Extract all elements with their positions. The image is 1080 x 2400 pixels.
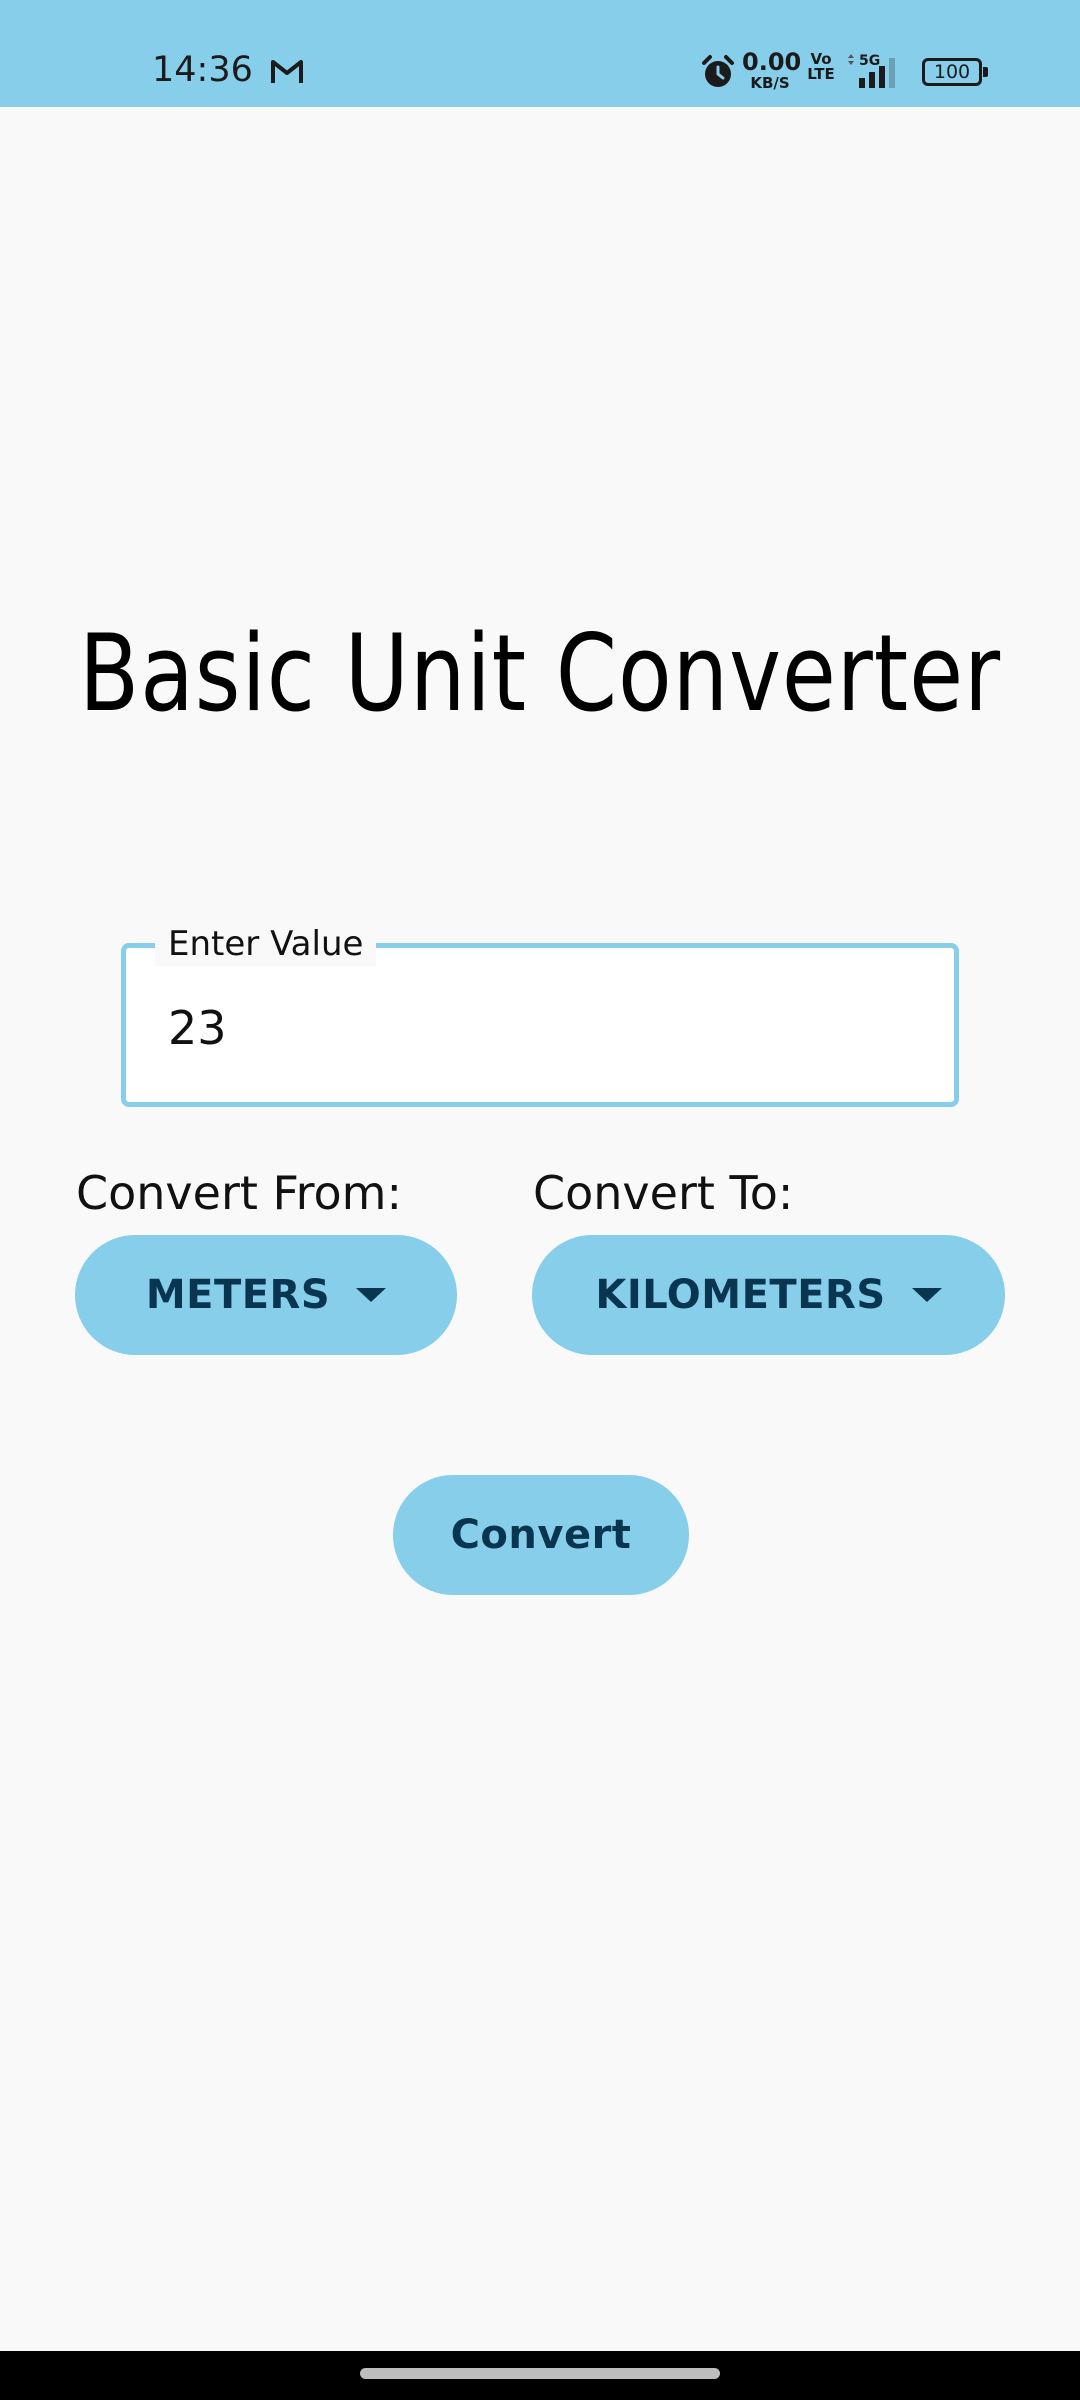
convert-to-label: Convert To:	[533, 1166, 794, 1220]
battery-icon: 100	[922, 58, 988, 86]
dropdown-arrow-icon	[356, 1288, 387, 1302]
home-gesture-handle[interactable]	[360, 2368, 720, 2379]
status-time: 14:36	[152, 50, 253, 90]
status-bar	[0, 0, 1080, 107]
value-field-label: Enter Value	[155, 922, 377, 966]
network-speed: 0.00 KB/S	[742, 48, 802, 92]
convert-from-label: Convert From:	[76, 1166, 402, 1220]
gmail-icon	[271, 60, 303, 83]
signal-icon: 5G	[848, 53, 895, 88]
svg-text:5G: 5G	[859, 53, 880, 69]
convert-to-dropdown[interactable]: KILOMETERS	[532, 1235, 1005, 1355]
convert-to-value: KILOMETERS	[595, 1272, 886, 1318]
convert-from-dropdown[interactable]: METERS	[75, 1235, 457, 1355]
alarm-icon	[702, 55, 734, 87]
volte-indicator: Vo LTE	[807, 50, 835, 83]
convert-button-label: Convert	[450, 1512, 632, 1558]
convert-from-value: METERS	[145, 1272, 331, 1318]
page-title: Basic Unit Converter	[79, 612, 1001, 735]
convert-button[interactable]: Convert	[393, 1475, 689, 1595]
value-input[interactable]	[168, 998, 928, 1058]
dropdown-arrow-icon	[911, 1288, 942, 1302]
